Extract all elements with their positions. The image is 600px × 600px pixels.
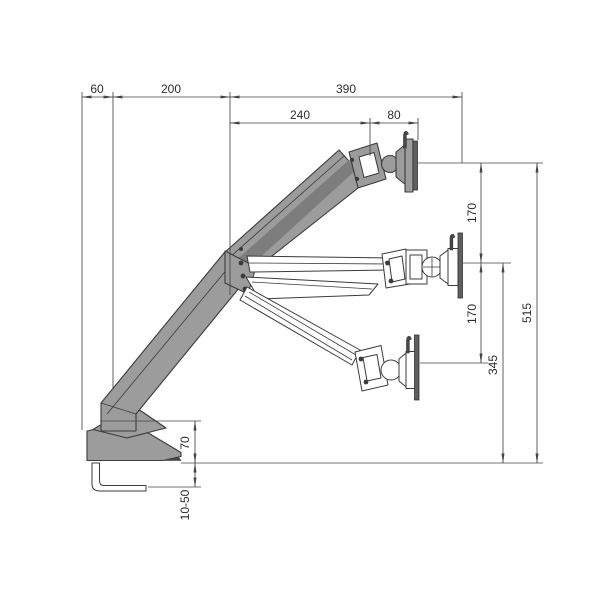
middle-vesa-bracket [447, 248, 459, 286]
middle-wrist-screw [385, 260, 390, 266]
upper-arm-seam [228, 155, 345, 259]
dimension-annotations: 60 200 390 240 80 170 170 345 515 70 10-… [81, 82, 543, 520]
dim-label-345: 345 [486, 355, 500, 375]
bottom-release-lever [406, 336, 412, 354]
bottom-wrist-screw [363, 379, 369, 385]
middle-vesa-plate [457, 232, 463, 299]
middle-fork-inner [409, 254, 423, 280]
middle-release-lever [449, 234, 456, 251]
bottom-arm-line [248, 291, 357, 356]
lower-arm-crease [100, 402, 137, 415]
top-wrist-screw [354, 176, 360, 182]
dim-label-70: 70 [178, 436, 192, 450]
dim-label-10-50: 10-50 [178, 489, 192, 520]
top-release-lever [403, 131, 409, 149]
middle-arm-shell-line [251, 281, 373, 290]
elbow-screw [239, 247, 243, 251]
bottom-arm [239, 286, 361, 366]
dim-label-515: 515 [520, 303, 534, 323]
lower-arm-seam [106, 261, 234, 415]
dim-label-60: 60 [90, 82, 104, 96]
dim-label-240: 240 [290, 108, 310, 122]
dim-label-80: 80 [387, 108, 401, 122]
elbow-screw [238, 260, 244, 266]
clamp-bracket [91, 462, 147, 492]
bottom-arm-line [244, 295, 353, 361]
top-vesa-plate-back [412, 140, 418, 191]
arm-artwork [86, 131, 463, 492]
bottom-ball-joint [380, 359, 402, 381]
elbow-screw [240, 273, 246, 279]
dim-label-170-lower: 170 [465, 304, 479, 324]
middle-wrist-screw [388, 278, 394, 284]
upper-arm-stripe [233, 160, 357, 273]
top-wrist-screw [349, 157, 355, 163]
bottom-vesa-plate [414, 334, 420, 401]
middle-wrist-link-inner [388, 255, 406, 283]
dim-label-170-upper: 170 [465, 203, 479, 223]
bottom-wrist-screw [358, 356, 364, 362]
dim-label-200: 200 [161, 82, 181, 96]
top-wrist-fork-inner [358, 152, 380, 178]
middle-arm-line [248, 262, 389, 265]
bottom-wrist-link-inner [362, 354, 382, 382]
dim-label-390: 390 [336, 82, 356, 96]
